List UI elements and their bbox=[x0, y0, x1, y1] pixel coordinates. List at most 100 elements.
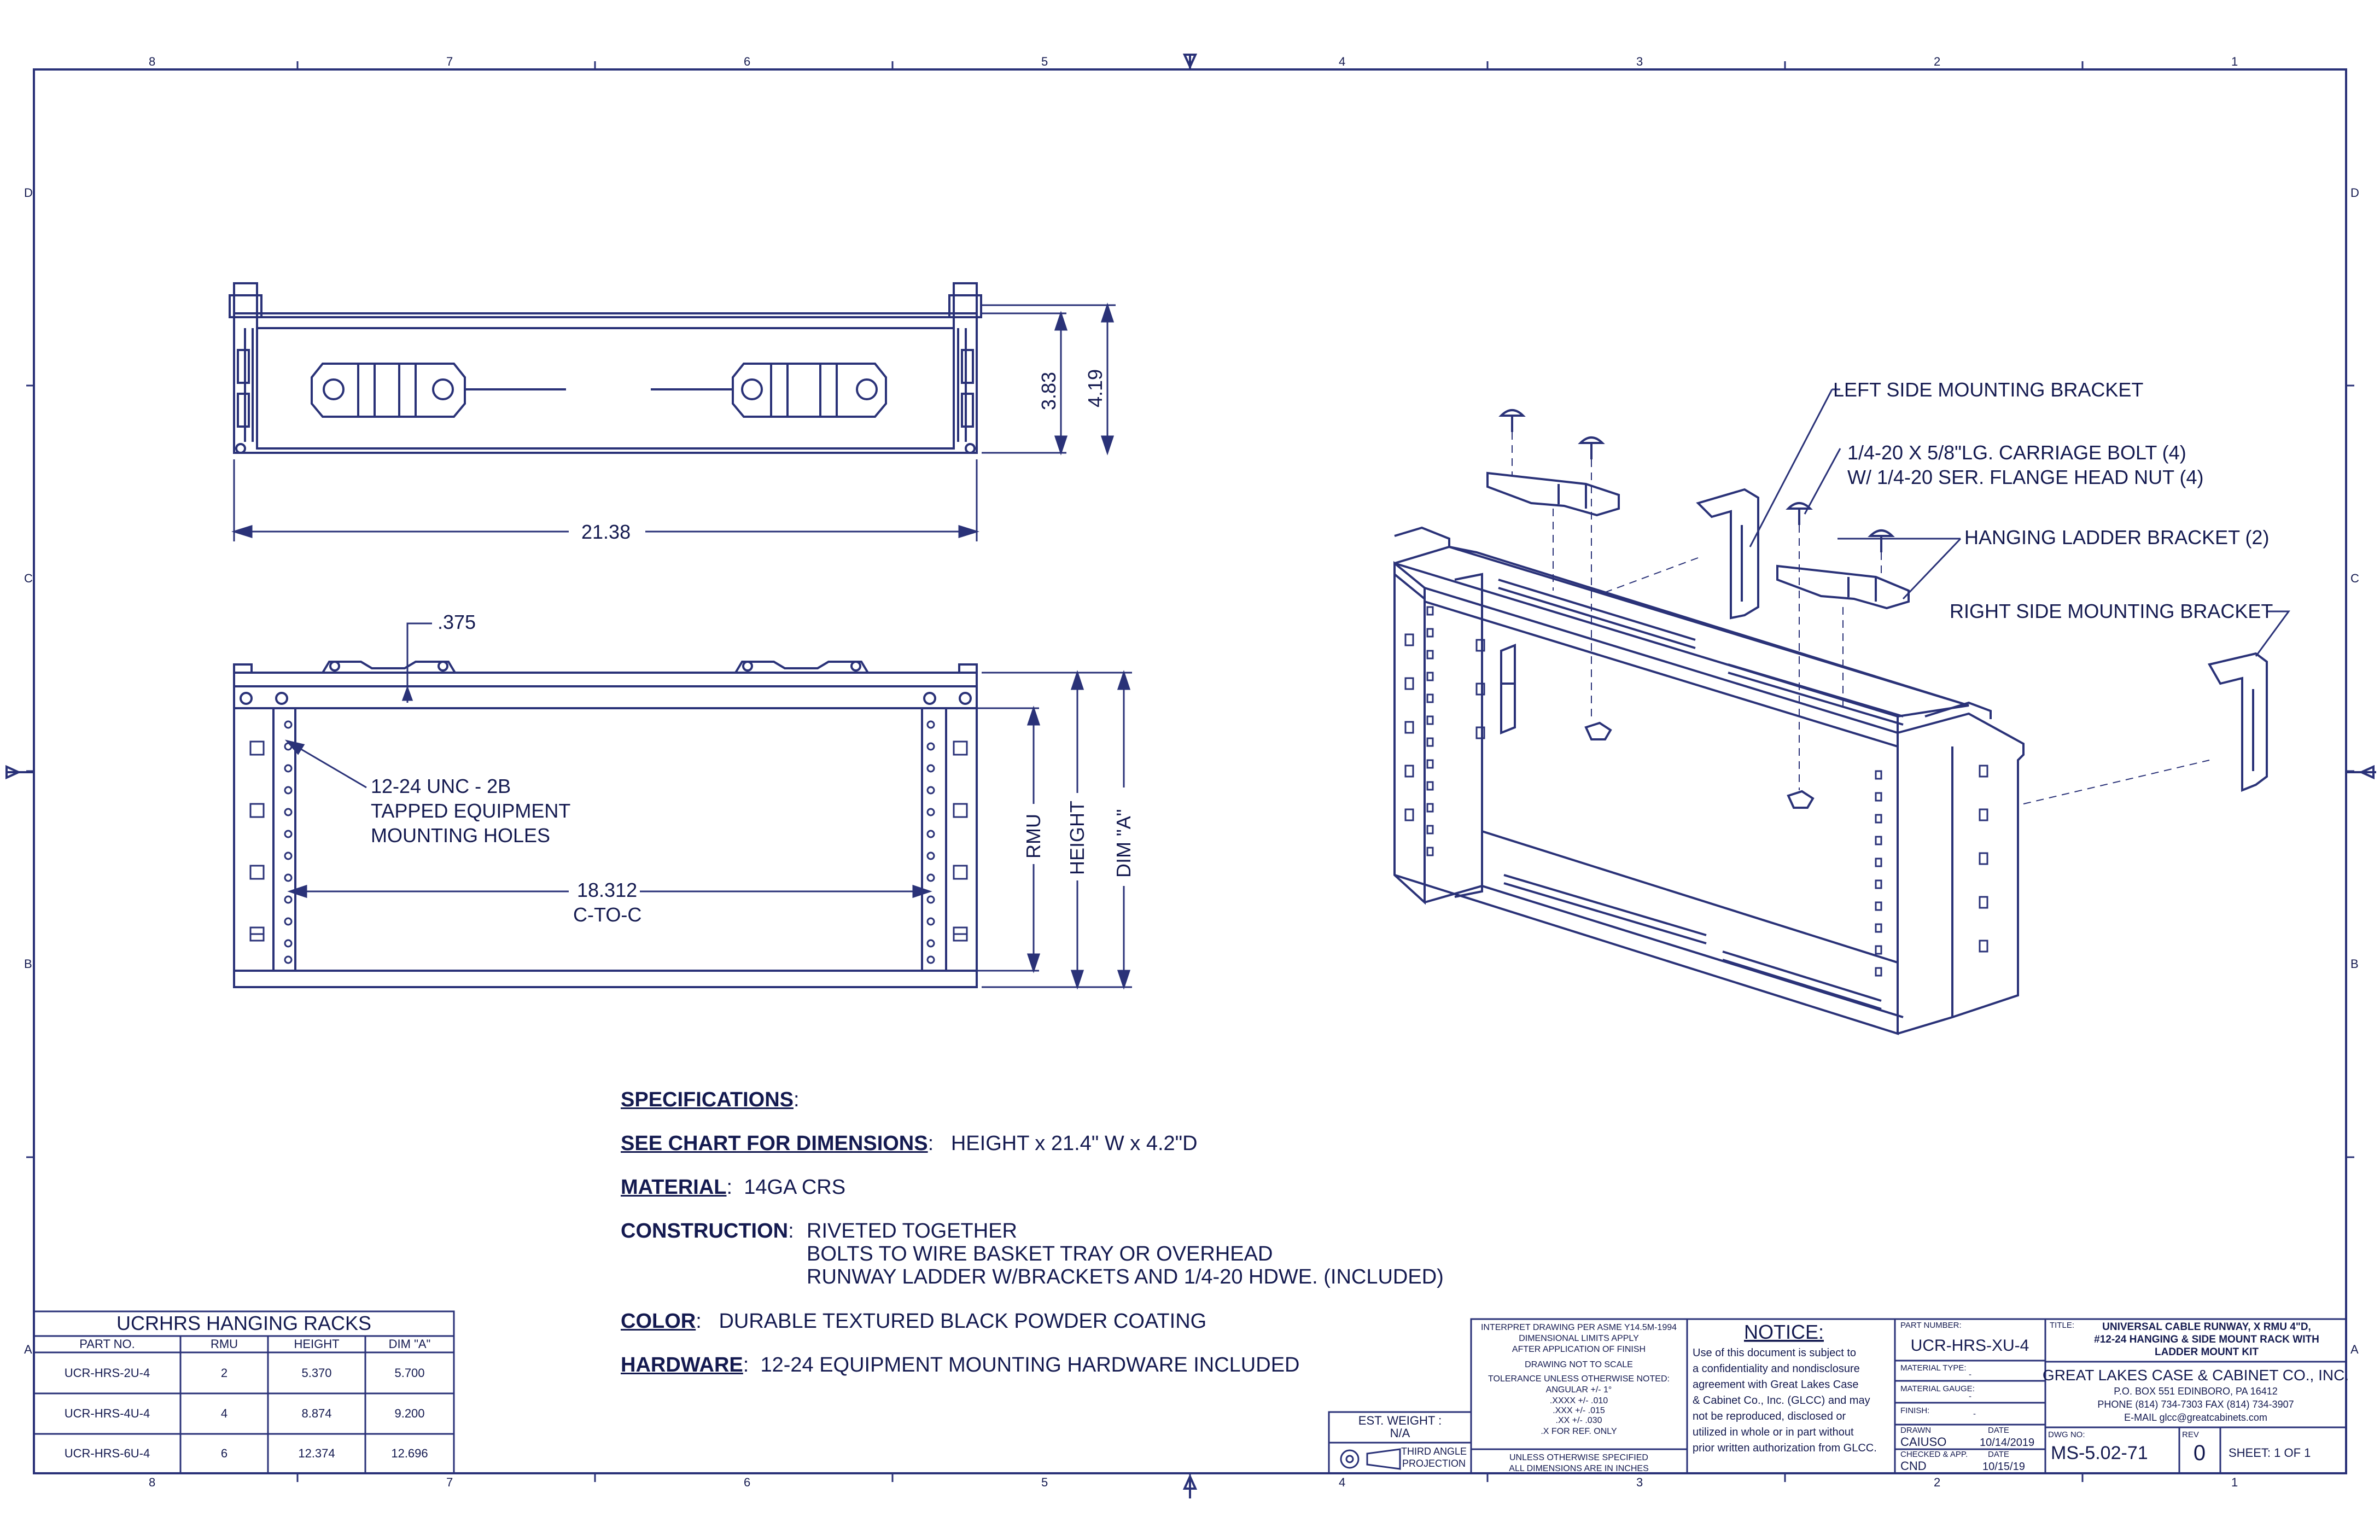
callout-carriage-bolt-1: 1/4-20 X 5/8"LG. CARRIAGE BOLT (4) bbox=[1847, 441, 2186, 464]
dim-inner-height-label: 3.83 bbox=[1037, 372, 1060, 410]
est-weight-label: EST. WEIGHT : bbox=[1358, 1414, 1442, 1427]
zone-bottom-5: 5 bbox=[1041, 1475, 1048, 1489]
dim-table-cell: 2 bbox=[221, 1366, 228, 1380]
notice-line: Use of this document is subject to bbox=[1693, 1347, 1856, 1359]
spec-dimensions-label: SEE CHART FOR DIMENSIONS bbox=[621, 1132, 928, 1155]
projection-line-2: PROJECTION bbox=[1402, 1458, 1466, 1469]
tolerance-line: .X FOR REF. ONLY bbox=[1541, 1427, 1617, 1436]
finish-label: FINISH: bbox=[1900, 1406, 1929, 1415]
zone-bottom-6: 6 bbox=[744, 1475, 750, 1489]
checked-date-label: DATE bbox=[1988, 1450, 2009, 1459]
company-email: E-MAIL glcc@greatcabinets.com bbox=[2124, 1412, 2267, 1423]
zone-left-d: D bbox=[24, 186, 33, 200]
spec-hardware-label: HARDWARE bbox=[621, 1354, 743, 1376]
front-view-drawing bbox=[233, 661, 978, 988]
holes-callout-line-1: 12-24 UNC - 2B bbox=[371, 775, 511, 797]
zone-right-a: A bbox=[2350, 1343, 2359, 1356]
dim-a-label: DIM "A" bbox=[1112, 809, 1135, 878]
spec-construction-label: CONSTRUCTION bbox=[621, 1220, 789, 1242]
dimension-table-grid bbox=[33, 1310, 455, 1474]
dim-table-title: UCRHRS HANGING RACKS bbox=[116, 1312, 371, 1334]
zone-bottom-4: 4 bbox=[1339, 1475, 1345, 1489]
units-line-1: UNLESS OTHERWISE SPECIFIED bbox=[1509, 1453, 1648, 1462]
callout-left-bracket: LEFT SIDE MOUNTING BRACKET bbox=[1833, 378, 2143, 401]
zone-bottom-2: 2 bbox=[1934, 1475, 1940, 1489]
dwg-no: MS-5.02-71 bbox=[2051, 1443, 2148, 1463]
checked-date: 10/15/19 bbox=[1982, 1461, 2025, 1473]
rev-label: REV bbox=[2182, 1430, 2199, 1439]
notice-line: not be reproduced, disclosed or bbox=[1693, 1410, 1846, 1422]
dim-table-cell: 5.370 bbox=[301, 1366, 331, 1380]
dim-table-cell: UCR-HRS-6U-4 bbox=[65, 1446, 150, 1460]
dim-offset-label: .375 bbox=[438, 611, 476, 633]
zone-left-a: A bbox=[24, 1343, 32, 1356]
tolerance-line: INTERPRET DRAWING PER ASME Y14.5M-1994 bbox=[1481, 1323, 1677, 1332]
zone-left-c: C bbox=[24, 571, 33, 585]
company-phone: PHONE (814) 734-7303 FAX (814) 734-3907 bbox=[2097, 1399, 2294, 1410]
top-view-drawing bbox=[229, 282, 982, 454]
company-name: GREAT LAKES CASE & CABINET CO., INC. bbox=[2043, 1367, 2349, 1384]
material-gauge-label: MATERIAL GAUGE: bbox=[1900, 1384, 1975, 1393]
dim-outer-height-label: 4.19 bbox=[1084, 369, 1106, 407]
spec-hardware-row: HARDWARE: 12-24 EQUIPMENT MOUNTING HARDW… bbox=[621, 1354, 1300, 1376]
dim-table-cell: UCR-HRS-4U-4 bbox=[65, 1407, 150, 1420]
rev-value: 0 bbox=[2194, 1441, 2206, 1465]
notice-line: prior written authorization from GLCC. bbox=[1693, 1442, 1877, 1454]
dim-table-cell: 9.200 bbox=[394, 1407, 424, 1420]
dim-height-label: HEIGHT bbox=[1066, 801, 1088, 875]
material-type-value: - bbox=[1969, 1370, 1971, 1379]
spec-color-value: DURABLE TEXTURED BLACK POWDER COATING bbox=[719, 1310, 1207, 1333]
tolerance-line: .XX +/- .030 bbox=[1556, 1416, 1602, 1425]
spec-construction-line-2: BOLTS TO WIRE BASKET TRAY OR OVERHEAD bbox=[807, 1242, 1273, 1265]
zone-bottom-8: 8 bbox=[149, 1475, 155, 1489]
dim-rmu-label: RMU bbox=[1022, 814, 1045, 859]
material-type-label: MATERIAL TYPE: bbox=[1900, 1363, 1967, 1373]
spec-dimensions-row: SEE CHART FOR DIMENSIONS: HEIGHT x 21.4"… bbox=[621, 1132, 1198, 1155]
dim-ctc-value: 18.312 bbox=[577, 879, 637, 901]
zone-right-b: B bbox=[2350, 957, 2359, 971]
spec-heading-row: SPECIFICATIONS: bbox=[621, 1088, 800, 1111]
material-gauge-value: - bbox=[1969, 1392, 1971, 1401]
spec-material-label: MATERIAL bbox=[621, 1176, 727, 1199]
part-number: UCR-HRS-XU-4 bbox=[1911, 1337, 2029, 1355]
isometric-callout-lines bbox=[1749, 388, 2290, 657]
spec-construction-line-1: RIVETED TOGETHER bbox=[807, 1220, 1017, 1242]
drawing-title-line-3: LADDER MOUNT KIT bbox=[2155, 1346, 2259, 1358]
tolerance-line: AFTER APPLICATION OF FINISH bbox=[1512, 1345, 1646, 1354]
zone-top-6: 6 bbox=[744, 55, 750, 68]
finish-value: - bbox=[1973, 1409, 1976, 1419]
sheet-border bbox=[5, 54, 2376, 1498]
notice-title: NOTICE: bbox=[1744, 1321, 1824, 1343]
zone-top-5: 5 bbox=[1041, 55, 1048, 68]
zone-top-8: 8 bbox=[149, 55, 155, 68]
sheet-count: SHEET: 1 OF 1 bbox=[2229, 1446, 2311, 1460]
isometric-leaders bbox=[1512, 432, 2210, 804]
title-label: TITLE: bbox=[2050, 1321, 2074, 1330]
dim-table-cell: UCR-HRS-2U-4 bbox=[65, 1366, 150, 1380]
zone-right-c: C bbox=[2350, 571, 2359, 585]
units-line-2: ALL DIMENSIONS ARE IN INCHES bbox=[1509, 1464, 1648, 1473]
zone-top-3: 3 bbox=[1636, 55, 1643, 68]
tolerance-line: TOLERANCE UNLESS OTHERWISE NOTED: bbox=[1488, 1374, 1670, 1384]
top-view-dimensions bbox=[231, 302, 1116, 541]
notice-line: utilized in whole or in part without bbox=[1693, 1426, 1854, 1438]
drawn-date-label: DATE bbox=[1988, 1426, 2009, 1435]
spec-construction-row: CONSTRUCTION: bbox=[621, 1220, 794, 1242]
zone-top-4: 4 bbox=[1339, 55, 1345, 68]
dim-table-cell: 12.696 bbox=[391, 1446, 428, 1460]
company-address: P.O. BOX 551 EDINBORO, PA 16412 bbox=[2114, 1386, 2278, 1397]
zone-bottom-1: 1 bbox=[2231, 1475, 2238, 1489]
zone-bottom-3: 3 bbox=[1636, 1475, 1643, 1489]
drawn-date: 10/14/2019 bbox=[1980, 1437, 2034, 1449]
notice-line: a confidentiality and nondisclosure bbox=[1693, 1363, 1860, 1375]
checked-label: CHECKED & APP. bbox=[1900, 1450, 1968, 1459]
drawn-label: DRAWN bbox=[1900, 1426, 1931, 1435]
spec-heading: SPECIFICATIONS bbox=[621, 1088, 794, 1111]
drawing-title-line-1: UNIVERSAL CABLE RUNWAY, X RMU 4"D, bbox=[2102, 1321, 2311, 1333]
zone-top-1: 1 bbox=[2231, 55, 2238, 68]
dim-ctc-label: C-TO-C bbox=[573, 903, 641, 926]
third-angle-symbol bbox=[1340, 1448, 1401, 1470]
spec-material-row: MATERIAL: 14GA CRS bbox=[621, 1176, 846, 1199]
projection-line-1: THIRD ANGLE bbox=[1401, 1446, 1467, 1457]
notice-line: agreement with Great Lakes Case bbox=[1693, 1379, 1859, 1391]
